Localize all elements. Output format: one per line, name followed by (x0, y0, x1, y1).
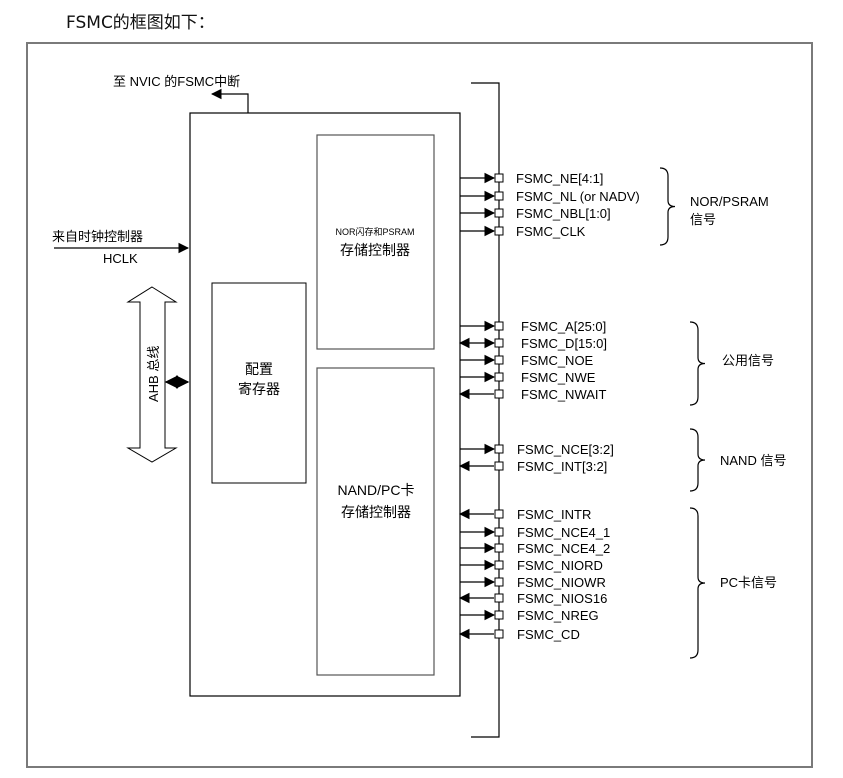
config-register-block (211, 282, 307, 484)
signal-group-brace (659, 167, 676, 246)
nor-psram-controller-block (316, 134, 435, 350)
signal-group-label: NOR/PSRAM (690, 194, 769, 209)
config-register-label-1: 配置 (245, 361, 273, 377)
pin-square (494, 226, 504, 236)
pin-square (494, 543, 504, 553)
signal-row: FSMC_NIOWR (460, 575, 606, 590)
signal-group-label: 公用信号 (722, 353, 774, 368)
fsmc-main-block (189, 112, 461, 697)
signal-group-brace (689, 321, 706, 406)
signal-name: FSMC_NREG (517, 608, 599, 623)
signal-group-label: PC卡信号 (720, 575, 777, 590)
nor-controller-label-2: 存储控制器 (340, 242, 410, 258)
signal-name: FSMC_NCE4_2 (517, 541, 610, 556)
signal-name: FSMC_NIOWR (517, 575, 606, 590)
signal-row: FSMC_NBL[1:0] (460, 206, 611, 221)
ahb-bus-arrow (126, 286, 178, 463)
signal-name: FSMC_CLK (516, 224, 586, 239)
signal-name: FSMC_INTR (517, 507, 591, 522)
pin-square (494, 560, 504, 570)
pin-square (494, 389, 504, 399)
pin-square (494, 338, 504, 348)
pin-square (494, 321, 504, 331)
pin-square (494, 208, 504, 218)
pin-square (494, 509, 504, 519)
signal-name: FSMC_NBL[1:0] (516, 206, 611, 221)
signal-name: FSMC_NCE[3:2] (517, 442, 614, 457)
signal-name: FSMC_A[25:0] (521, 319, 606, 334)
signal-group-label: NAND 信号 (720, 453, 786, 468)
pin-square (494, 610, 504, 620)
signal-name: FSMC_NWE (521, 370, 596, 385)
pin-square (494, 629, 504, 639)
nand-pccard-controller-block (316, 367, 435, 676)
signal-row: FSMC_NCE4_2 (460, 541, 610, 556)
signal-row: FSMC_NE[4:1] (460, 171, 603, 186)
pin-square (494, 355, 504, 365)
signal-name: FSMC_NE[4:1] (516, 171, 603, 186)
nvic-interrupt-label: 至 NVIC 的FSMC中断 (113, 74, 240, 89)
signal-row: FSMC_D[15:0] (458, 336, 607, 351)
pin-square (494, 577, 504, 587)
hclk-label: HCLK (103, 251, 138, 266)
signal-row: FSMC_INTR (458, 507, 591, 522)
signal-row: FSMC_NCE[3:2] (460, 442, 614, 457)
signal-name: FSMC_NOE (521, 353, 594, 368)
pin-bus-line (471, 82, 500, 738)
pin-square (494, 372, 504, 382)
signal-row: FSMC_A[25:0] (460, 319, 606, 334)
signal-name: FSMC_NCE4_1 (517, 525, 610, 540)
signal-name: FSMC_D[15:0] (521, 336, 607, 351)
signal-row: FSMC_NIOS16 (458, 591, 607, 606)
signal-name: FSMC_INT[3:2] (517, 459, 607, 474)
signal-row: FSMC_NWE (460, 370, 596, 385)
pin-square (494, 173, 504, 183)
signal-row: FSMC_NOE (460, 353, 594, 368)
signal-name: FSMC_NIOS16 (517, 591, 607, 606)
signal-row: FSMC_NCE4_1 (460, 525, 610, 540)
signal-name: FSMC_NL (or NADV) (516, 189, 640, 204)
pin-square (494, 444, 504, 454)
page-heading: FSMC的框图如下： (66, 13, 215, 33)
pin-square (494, 593, 504, 603)
nor-controller-label-1: NOR闪存和PSRAM (335, 226, 414, 237)
outer-frame (26, 42, 813, 768)
pin-square (494, 191, 504, 201)
signal-name: FSMC_CD (517, 627, 580, 642)
signal-group-label: 信号 (690, 212, 716, 227)
signal-row: FSMC_NL (or NADV) (460, 189, 640, 204)
pin-square (494, 461, 504, 471)
pin-square (494, 527, 504, 537)
nand-controller-label-1: NAND/PC卡 (337, 482, 414, 498)
signal-name: FSMC_NIORD (517, 558, 603, 573)
signal-row: FSMC_NWAIT (458, 387, 607, 402)
nand-controller-label-2: 存储控制器 (341, 504, 411, 520)
signal-group-brace (689, 507, 706, 659)
signal-group-brace (689, 428, 706, 492)
nvic-interrupt-arrow (210, 88, 249, 113)
signal-row: FSMC_NREG (460, 608, 599, 623)
clock-source-label: 来自时钟控制器 (52, 229, 143, 244)
signal-name: FSMC_NWAIT (521, 387, 607, 402)
ahb-bus-label: AHB 总线 (146, 346, 161, 402)
signal-row: FSMC_NIORD (460, 558, 603, 573)
signal-row: FSMC_CD (458, 627, 580, 642)
config-register-label-2: 寄存器 (238, 381, 280, 397)
signal-row: FSMC_CLK (460, 224, 586, 239)
signal-row: FSMC_INT[3:2] (458, 459, 607, 474)
